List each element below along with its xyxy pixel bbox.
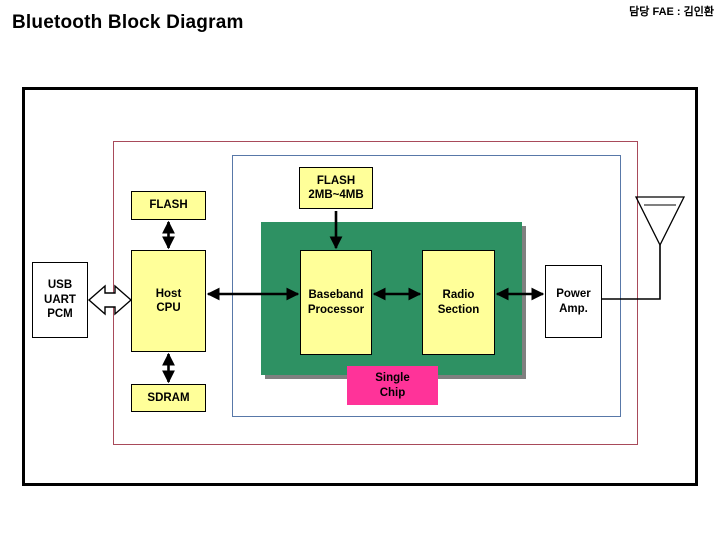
system-boundary	[22, 87, 698, 486]
block-flash-2mb-4mb-label: FLASH 2MB~4MB	[308, 174, 364, 201]
block-host-cpu-label: Host CPU	[155, 287, 182, 314]
block-flash-host-label: FLASH	[149, 199, 188, 212]
block-flash-host[interactable]: FLASH	[131, 191, 206, 220]
block-sdram-label: SDRAM	[147, 391, 190, 404]
block-usb-uart-pcm[interactable]: USB UART PCM	[32, 262, 88, 338]
block-flash-2mb-4mb[interactable]: FLASH 2MB~4MB	[299, 167, 373, 209]
block-usb-uart-pcm-label: USB UART PCM	[44, 279, 76, 321]
block-baseband-processor-label: Baseband Processor	[307, 289, 365, 316]
block-radio-section[interactable]: Radio Section	[422, 250, 495, 355]
block-power-amp[interactable]: Power Amp.	[545, 265, 602, 338]
block-sdram[interactable]: SDRAM	[131, 384, 206, 412]
block-baseband-processor[interactable]: Baseband Processor	[300, 250, 372, 355]
block-radio-section-label: Radio Section	[437, 289, 480, 316]
page-title: Bluetooth Block Diagram	[12, 12, 244, 33]
block-host-cpu[interactable]: Host CPU	[131, 250, 206, 352]
block-power-amp-label: Power Amp.	[556, 288, 591, 315]
fae-owner-note: 담당 FAE : 김인환	[629, 6, 714, 18]
label-single-chip: Single Chip	[347, 366, 438, 405]
label-single-chip-text: Single Chip	[375, 372, 410, 399]
